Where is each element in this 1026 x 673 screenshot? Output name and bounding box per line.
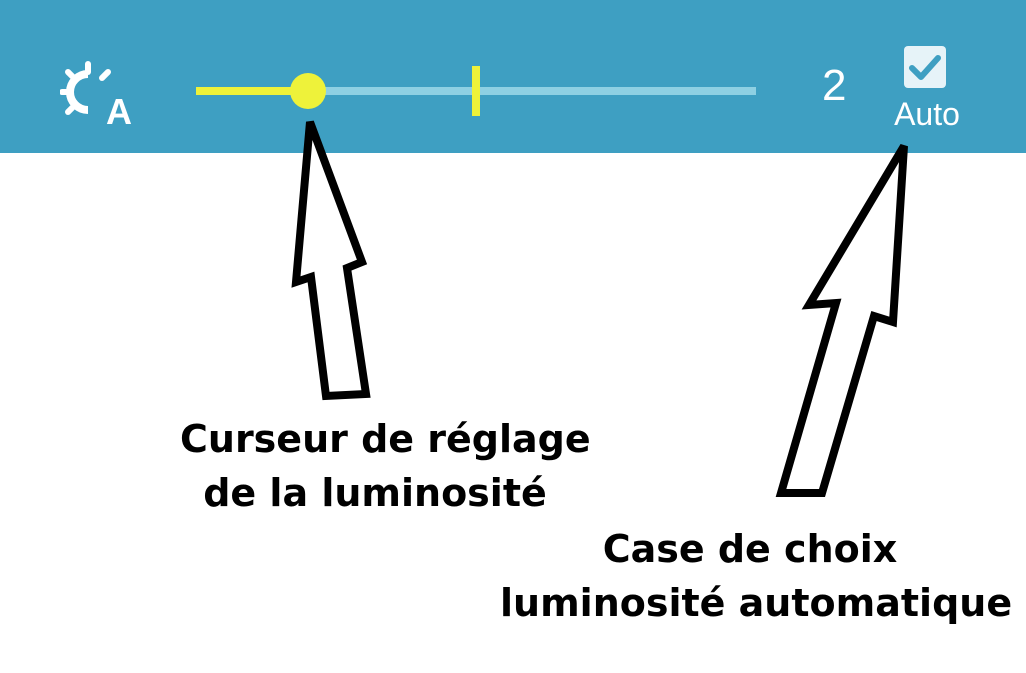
checkmark-icon [909, 55, 941, 80]
auto-brightness-icon[interactable]: A [60, 60, 146, 130]
slider-thumb[interactable] [290, 73, 326, 109]
slider-arrow-icon [291, 120, 371, 401]
auto-arrow-icon [775, 143, 908, 497]
brightness-bar: A 2 Auto [0, 0, 1026, 153]
brightness-slider[interactable] [188, 66, 764, 116]
auto-label: Auto [894, 96, 960, 132]
auto-brightness-toggle[interactable]: Auto [880, 40, 976, 140]
icon-letter: A [106, 91, 132, 130]
slider-caption-line1: Curseur de réglage [180, 417, 591, 461]
slider-caption: Curseur de réglage de la luminosité [180, 412, 591, 520]
slider-caption-line2: de la luminosité [203, 471, 547, 515]
auto-caption-line2: luminosité automatique [500, 581, 1013, 625]
auto-caption-line1: Case de choix [602, 527, 898, 571]
auto-caption: Case de choix luminosité automatique [500, 522, 1013, 630]
auto-checkbox[interactable] [902, 44, 948, 90]
brightness-level-value: 2 [822, 61, 847, 110]
